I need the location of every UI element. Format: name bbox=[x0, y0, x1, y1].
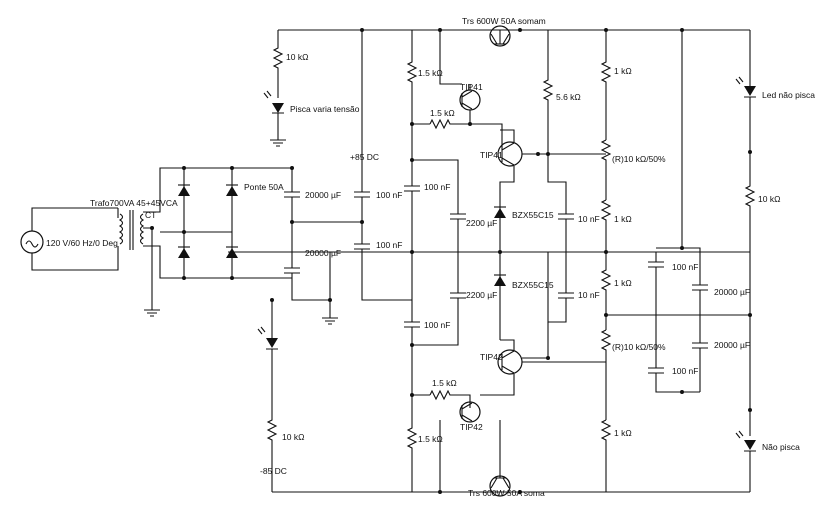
label-c-100n-a: 100 nF bbox=[424, 182, 450, 192]
label-source: 120 V/60 Hz/0 Deg bbox=[46, 238, 118, 248]
label-plus85: +85 DC bbox=[350, 152, 379, 162]
driver-column bbox=[404, 30, 471, 492]
label-r-1k5-b: 1.5 kΩ bbox=[430, 108, 455, 118]
label-r-1k5-c: 1.5 kΩ bbox=[432, 378, 457, 388]
label-ponte: Ponte 50A bbox=[244, 182, 284, 192]
label-r-1k5-a: 1.5 kΩ bbox=[418, 68, 443, 78]
led-pisca-circuit bbox=[263, 30, 286, 147]
label-nao-pisca: Não pisca bbox=[762, 442, 800, 452]
label-r-1k-d: 1 kΩ bbox=[614, 428, 632, 438]
label-tip41-b: TIP41 bbox=[480, 150, 503, 160]
bridge-rectifier bbox=[160, 166, 238, 280]
tip42-small bbox=[439, 401, 481, 492]
label-c4: 100 nF bbox=[376, 240, 402, 250]
label-tip42-b: TIP42 bbox=[460, 422, 483, 432]
bottom-output-transistor bbox=[438, 420, 522, 497]
led-left-circuit bbox=[257, 298, 278, 492]
label-trs-bottom: Trs 600W 50A soma bbox=[468, 488, 545, 498]
label-c-10n-b: 10 nF bbox=[578, 290, 600, 300]
filter-capacitors bbox=[284, 28, 412, 325]
label-c-10n-a: 10 nF bbox=[578, 214, 600, 224]
label-trs-top: Trs 600W 50A somam bbox=[462, 16, 546, 26]
label-tip41-a: TIP41 bbox=[460, 82, 483, 92]
label-pot-b: (R)10 kΩ/50% bbox=[612, 342, 666, 352]
label-minus85: -85 DC bbox=[260, 466, 287, 476]
zener-network bbox=[494, 30, 574, 360]
label-c-100n-b: 100 nF bbox=[424, 320, 450, 330]
top-output-transistor bbox=[438, 25, 522, 85]
label-tip42-a: TIP42 bbox=[480, 352, 503, 362]
label-trafo: Trafo700VA 45+45VCA bbox=[90, 198, 178, 208]
label-c-2200-a: 2200 µF bbox=[466, 218, 497, 228]
label-r-10k-right: 10 kΩ bbox=[758, 194, 780, 204]
ground-symbol-trafo bbox=[144, 295, 160, 317]
tip42-driver bbox=[480, 339, 606, 396]
label-r-10k-top: 10 kΩ bbox=[286, 52, 308, 62]
label-led-nao-pisca: Led não pisca bbox=[762, 90, 815, 100]
right-capacitor-bank bbox=[648, 28, 708, 394]
label-z2: BZX55C15 bbox=[512, 280, 554, 290]
label-c-100n-c: 100 nF bbox=[672, 262, 698, 272]
label-pot-a: (R)10 kΩ/50% bbox=[612, 154, 666, 164]
label-c-100n-d: 100 nF bbox=[672, 366, 698, 376]
label-r-1k-b: 1 kΩ bbox=[614, 214, 632, 224]
right-led-column bbox=[735, 30, 756, 492]
tip41-small bbox=[459, 84, 481, 111]
label-c1: 20000 µF bbox=[305, 190, 341, 200]
label-r-1k-c: 1 kΩ bbox=[614, 278, 632, 288]
label-c3: 100 nF bbox=[376, 190, 402, 200]
tip41-driver bbox=[468, 122, 606, 252]
ac-source bbox=[20, 207, 119, 271]
label-z1: BZX55C15 bbox=[512, 210, 554, 220]
transformer bbox=[118, 167, 292, 295]
label-ct: CT bbox=[145, 210, 156, 220]
label-r-1k-a: 1 kΩ bbox=[614, 66, 632, 76]
label-c2: 20000 µF bbox=[305, 248, 341, 258]
label-r-10k-bottom: 10 kΩ bbox=[282, 432, 304, 442]
label-c-2200-b: 2200 µF bbox=[466, 290, 497, 300]
bias-column bbox=[598, 28, 750, 492]
label-c-20000-c: 20000 µF bbox=[714, 287, 750, 297]
label-r-5k6: 5.6 kΩ bbox=[556, 92, 581, 102]
label-r-1k5-d: 1.5 kΩ bbox=[418, 434, 443, 444]
label-c-20000-d: 20000 µF bbox=[714, 340, 750, 350]
label-pisca: Pisca varia tensão bbox=[290, 104, 360, 114]
